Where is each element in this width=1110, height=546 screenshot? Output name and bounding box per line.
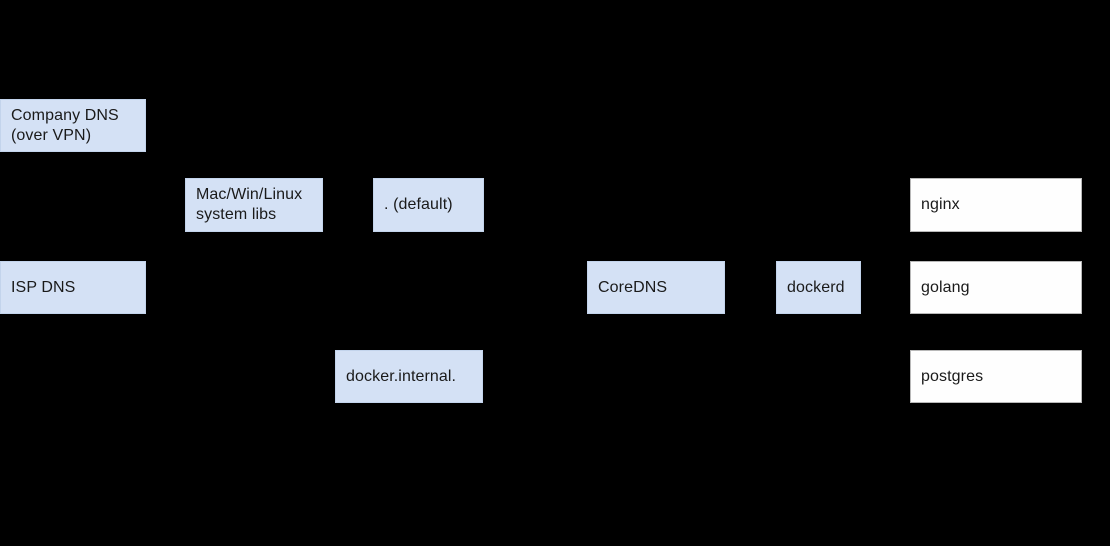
node-golang[interactable]: golang xyxy=(910,261,1082,314)
node-label-docker-internal: docker.internal. xyxy=(346,367,457,385)
node-system-libs[interactable]: Mac/Win/Linux system libs xyxy=(185,178,323,232)
node-docker-internal[interactable]: docker.internal. xyxy=(335,350,483,403)
node-nginx[interactable]: nginx xyxy=(910,178,1082,232)
node-dockerd[interactable]: dockerd xyxy=(776,261,861,314)
node-default-zone[interactable]: . (default) xyxy=(373,178,484,232)
node-label-default-zone: . (default) xyxy=(384,196,453,213)
node-label-company-dns: Company DNS (over VPN) xyxy=(11,106,119,144)
node-label-system-libs: Mac/Win/Linux system libs xyxy=(196,186,303,223)
node-label-dockerd: dockerd xyxy=(787,278,845,296)
node-label-coredns: CoreDNS xyxy=(598,278,668,296)
node-label-postgres: postgres xyxy=(921,367,984,385)
node-postgres[interactable]: postgres xyxy=(910,350,1082,403)
node-isp-dns[interactable]: ISP DNS xyxy=(0,261,146,314)
node-coredns[interactable]: CoreDNS xyxy=(587,261,725,314)
node-label-isp-dns: ISP DNS xyxy=(11,278,76,296)
node-label-golang: golang xyxy=(921,278,970,296)
node-company-dns[interactable]: Company DNS (over VPN) xyxy=(0,99,146,152)
node-label-nginx: nginx xyxy=(921,196,960,213)
